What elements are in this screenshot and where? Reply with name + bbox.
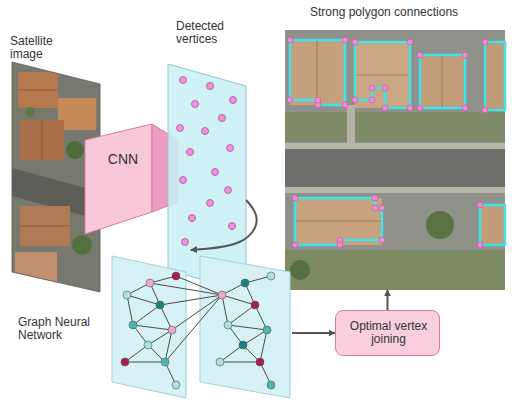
process-box: Optimal vertex joining	[335, 310, 440, 356]
output-panel: Strong polygon connections	[285, 30, 505, 290]
building-polygons	[290, 40, 505, 245]
polygon-vertices	[287, 37, 488, 248]
node-label: Strong polygon connections	[310, 6, 505, 19]
graph-edges	[125, 276, 271, 385]
shape-face	[85, 124, 152, 234]
shape-face	[112, 256, 186, 398]
node-label: Satellite image	[10, 35, 66, 61]
graph-vertices	[121, 272, 275, 389]
detected-vertex-dots	[177, 77, 237, 246]
gnn-panel: Graph Neural Network	[108, 250, 292, 398]
node-label: Graph Neural Network	[18, 316, 100, 342]
flow-arrow	[191, 200, 257, 250]
shape-face	[200, 256, 290, 398]
node-label: CNN	[103, 152, 143, 167]
output-satellite-image	[285, 30, 505, 290]
node-label: Optimal vertex joining	[336, 320, 441, 346]
flow-arrow	[387, 290, 389, 310]
cnn-block-outline	[85, 122, 178, 234]
flow-arrow	[292, 332, 335, 334]
gnn-panel-outline	[108, 250, 292, 398]
cnn-block: CNN	[85, 122, 178, 234]
node-label: Detected vertices	[176, 20, 238, 46]
